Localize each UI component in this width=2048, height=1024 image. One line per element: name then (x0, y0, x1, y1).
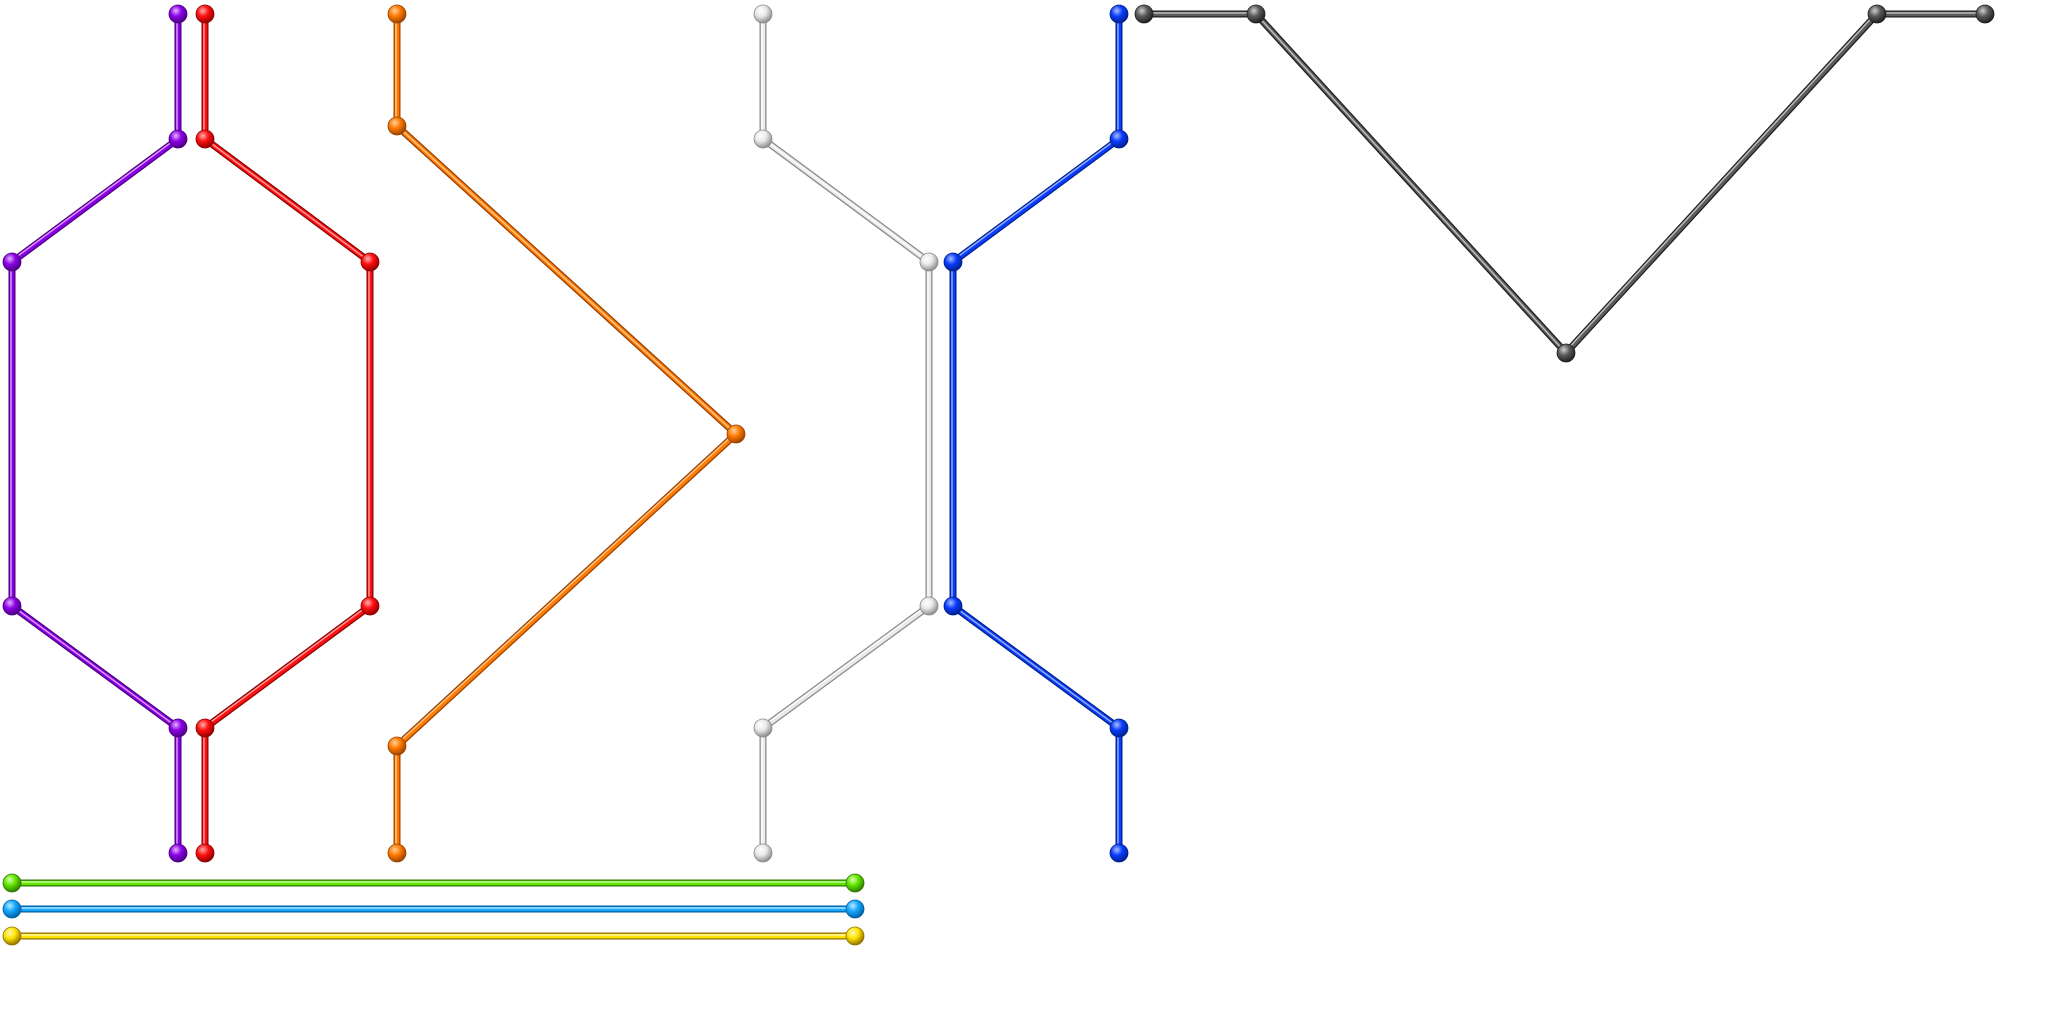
orange-path-node (387, 4, 407, 24)
gray-path-node (1867, 4, 1887, 24)
path-lines (8, 10, 1989, 940)
blue-path-node (1109, 4, 1129, 24)
cyan-bar (8, 905, 859, 913)
red-path-node (195, 129, 215, 149)
orange-path-outline (393, 10, 740, 857)
purple-path-outline (8, 10, 182, 857)
blue-path-outline (949, 10, 1123, 857)
white-path-node (919, 596, 939, 616)
purple-path-node (168, 843, 188, 863)
purple-path-node (2, 252, 22, 272)
blue-path (949, 10, 1123, 857)
white-path-node (753, 843, 773, 863)
blue-path-node (1109, 129, 1129, 149)
blue-path-stroke (950, 11, 1122, 856)
orange-path-highlight (395, 12, 736, 853)
orange-path (393, 10, 740, 857)
red-path-highlight (203, 12, 370, 853)
white-path (759, 10, 933, 857)
purple-path-node (168, 129, 188, 149)
orange-path-node (387, 736, 407, 756)
white-path-node (753, 718, 773, 738)
gray-path-node (1246, 4, 1266, 24)
blue-path-node (943, 596, 963, 616)
yellow-bar (8, 932, 859, 940)
gray-path-stroke (1141, 11, 1988, 356)
yellow-bar-node (845, 926, 865, 946)
white-path-node (753, 129, 773, 149)
white-path-node (753, 4, 773, 24)
yellow-bar-node (2, 926, 22, 946)
orange-path-node (387, 843, 407, 863)
blue-path-highlight (951, 12, 1119, 853)
red-path-node (360, 596, 380, 616)
path-nodes (2, 4, 1995, 946)
white-path-stroke (760, 11, 932, 856)
gray-path-highlight (1142, 12, 1985, 353)
purple-path (8, 10, 182, 857)
green-bar-node (845, 873, 865, 893)
red-path-outline (201, 10, 374, 857)
purple-path-node (168, 718, 188, 738)
cyan-bar-node (2, 899, 22, 919)
blue-path-node (1109, 718, 1129, 738)
gray-path-node (1556, 343, 1576, 363)
gray-path-node (1975, 4, 1995, 24)
purple-path-stroke (9, 11, 181, 856)
red-path-node (195, 843, 215, 863)
white-path-highlight (761, 12, 929, 853)
red-path (201, 10, 374, 857)
red-path-node (195, 718, 215, 738)
green-bar-node (2, 873, 22, 893)
gray-path-node (1134, 4, 1154, 24)
gray-path-outline (1140, 10, 1989, 357)
red-path-stroke (202, 11, 373, 856)
gray-path (1140, 10, 1989, 357)
purple-path-node (2, 596, 22, 616)
blue-path-node (1109, 843, 1129, 863)
white-path-node (919, 252, 939, 272)
green-bar (8, 879, 859, 887)
purple-path-node (168, 4, 188, 24)
white-path-outline (759, 10, 933, 857)
orange-path-stroke (394, 11, 739, 856)
purple-path-highlight (10, 12, 178, 853)
blue-path-node (943, 252, 963, 272)
orange-path-node (726, 424, 746, 444)
red-path-node (360, 252, 380, 272)
orange-path-node (387, 116, 407, 136)
cyan-bar-node (845, 899, 865, 919)
red-path-node (195, 4, 215, 24)
